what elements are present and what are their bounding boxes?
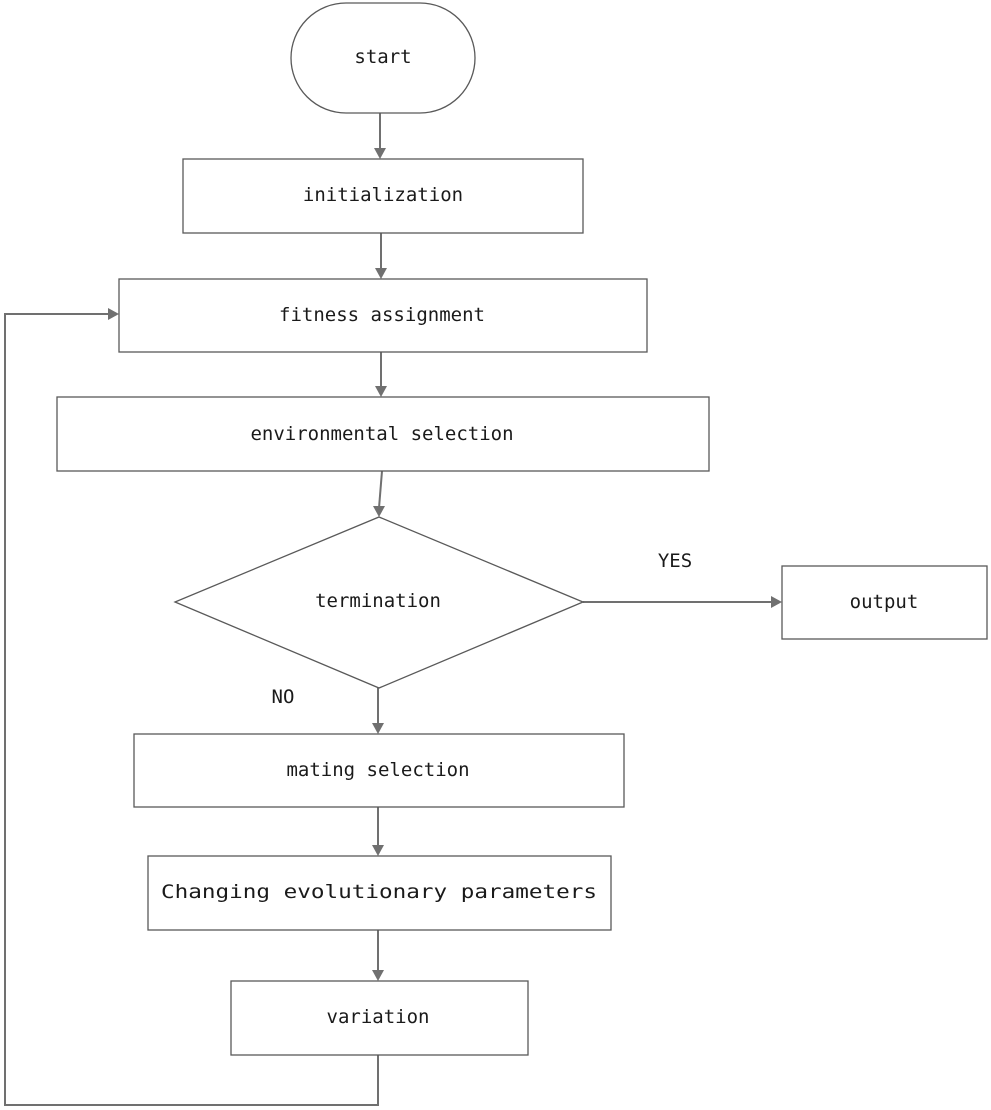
- environmental-selection-node: environmental selection: [56, 396, 710, 472]
- edge-initialization-to-fitness-assignment: [375, 233, 387, 279]
- fitness-assignment-label: fitness assignment: [279, 304, 485, 326]
- start-label: start: [354, 46, 411, 68]
- edge-termination-to-mating-selection: [372, 688, 384, 734]
- yes-branch-label: YES: [658, 550, 692, 572]
- changing-parameters-node: Changing evolutionary parameters: [147, 855, 612, 931]
- edge-start-to-initialization: [374, 113, 386, 159]
- edge-termination-to-output: [583, 596, 782, 608]
- edge-mating-to-changing-parameters: [372, 807, 384, 856]
- edge-environmental-selection-to-termination: [373, 470, 385, 517]
- nodes: start initialization fitness assignment …: [56, 2, 988, 1056]
- initialization-label: initialization: [303, 184, 463, 206]
- output-label: output: [850, 591, 919, 613]
- fitness-assignment-node: fitness assignment: [118, 278, 648, 353]
- start-node: start: [290, 2, 476, 114]
- no-branch-label: NO: [272, 686, 295, 708]
- mating-selection-label: mating selection: [286, 759, 469, 781]
- variation-node: variation: [230, 980, 529, 1056]
- termination-decision-node: termination: [173, 516, 585, 689]
- variation-label: variation: [327, 1006, 430, 1028]
- edge-fitness-to-environmental-selection: [375, 352, 387, 397]
- branch-labels: YES NO: [272, 550, 693, 708]
- edge-variation-loop-to-fitness-assignment: [4, 308, 379, 1106]
- initialization-node: initialization: [182, 158, 584, 234]
- mating-selection-node: mating selection: [133, 733, 625, 808]
- output-node: output: [781, 565, 988, 640]
- changing-parameters-label: Changing evolutionary parameters: [161, 881, 597, 903]
- termination-label: termination: [315, 590, 441, 612]
- edge-changing-parameters-to-variation: [372, 930, 384, 981]
- edges: [4, 113, 782, 1106]
- environmental-selection-label: environmental selection: [250, 423, 513, 445]
